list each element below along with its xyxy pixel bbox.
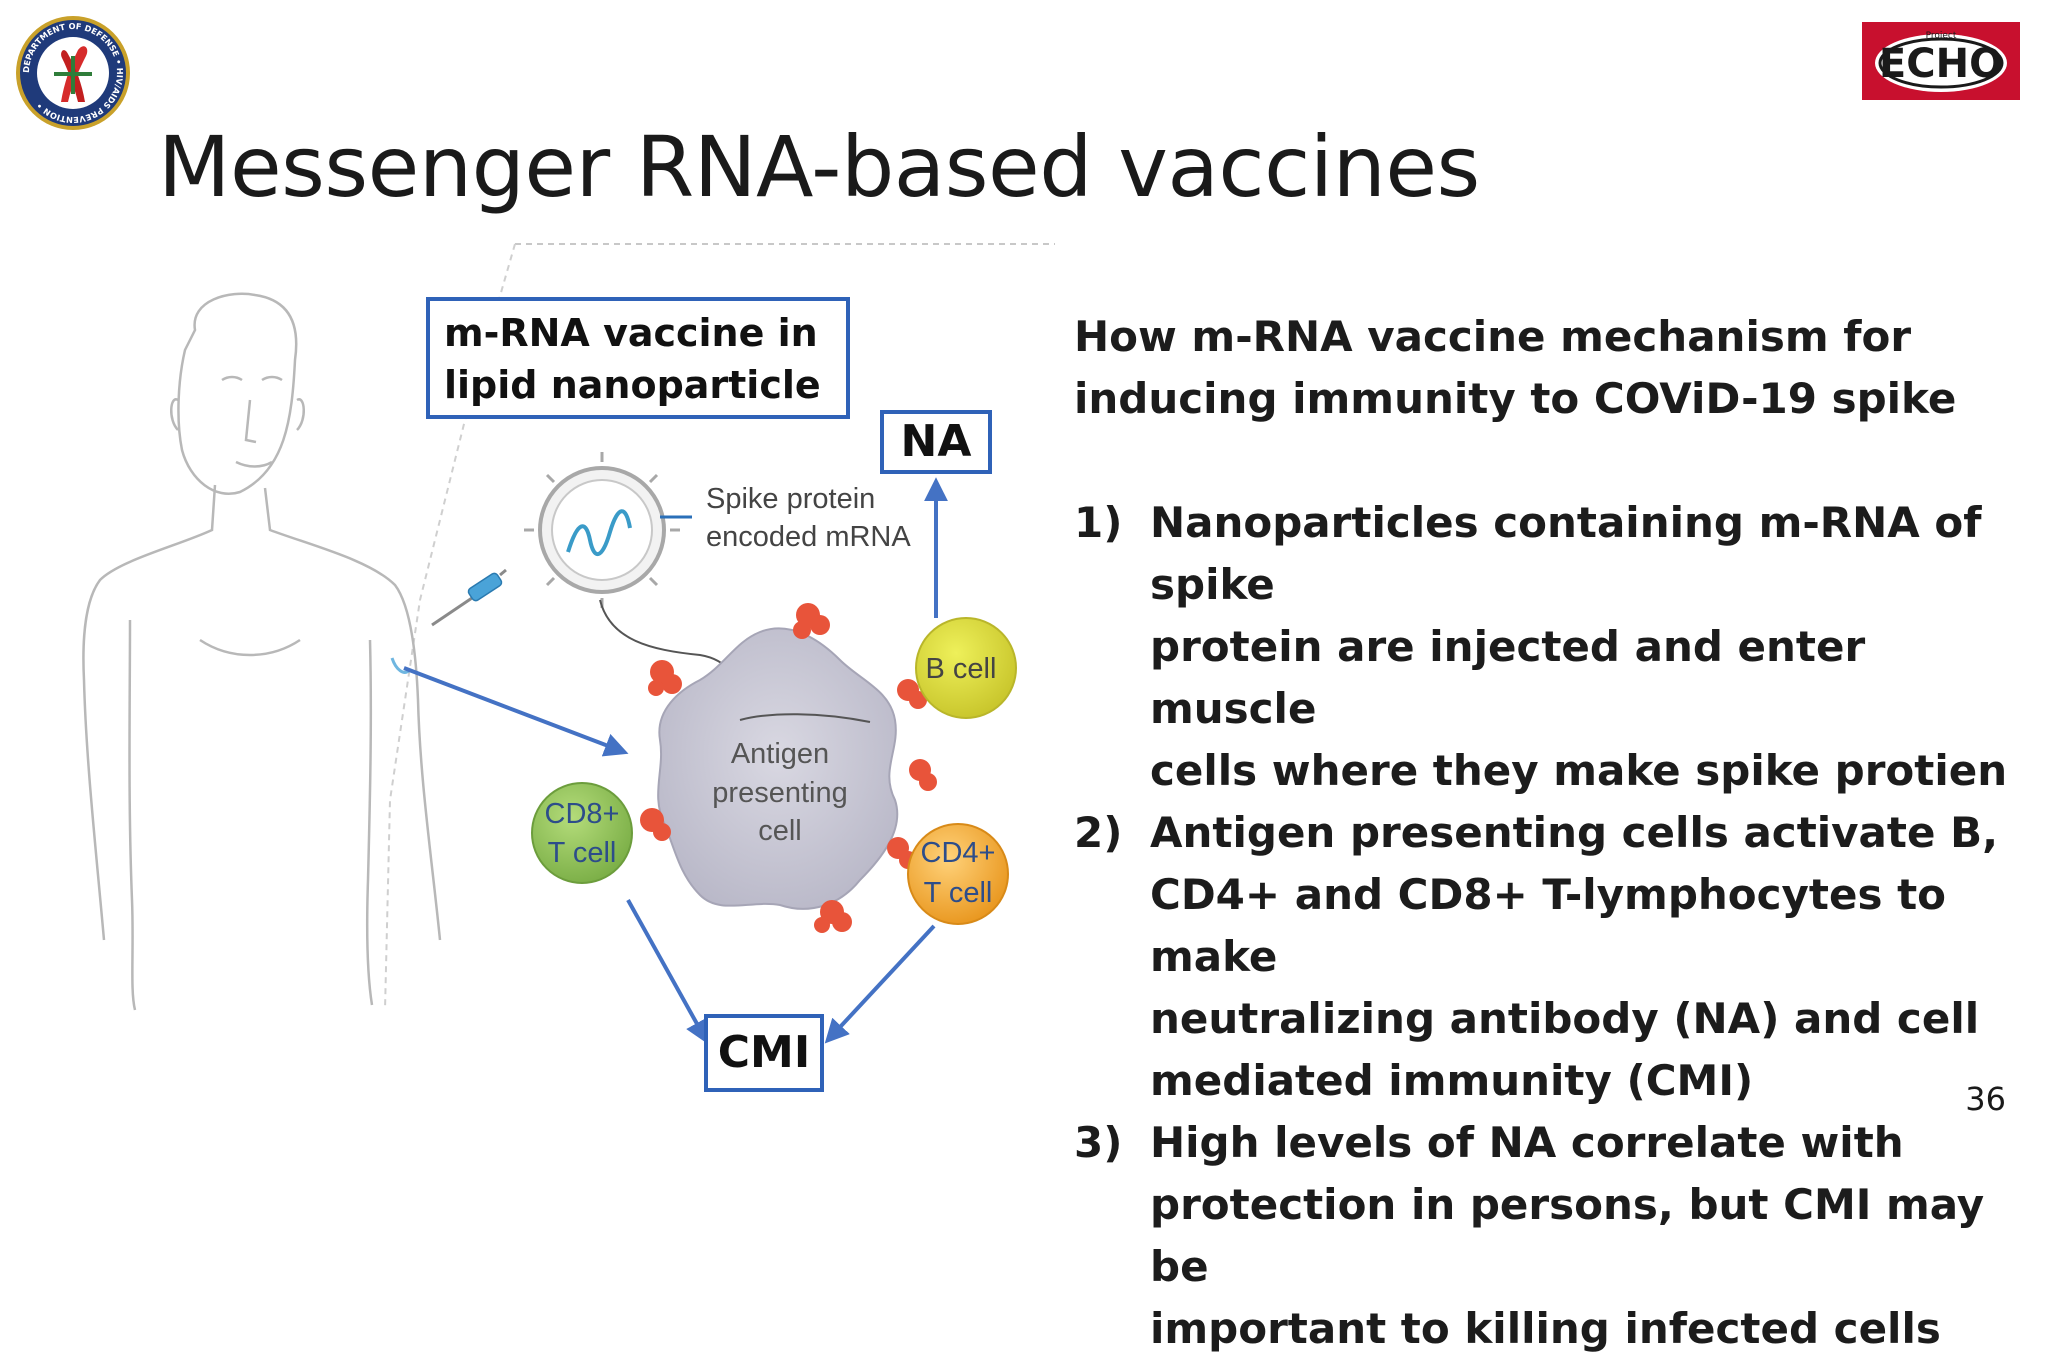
spike-label-line2: encoded mRNA xyxy=(706,521,911,553)
step-line: important to killing infected cells xyxy=(1150,1304,1941,1353)
step-line: Nanoparticles containing m-RNA of spike xyxy=(1150,498,1982,609)
na-callout-box: NA xyxy=(880,410,992,474)
step-line: cells where they make spike protien xyxy=(1150,746,2008,795)
page-number: 36 xyxy=(1965,1080,2006,1118)
step-number: 3) xyxy=(1074,1118,1123,1167)
antigen-presenting-cell: Antigen presenting cell xyxy=(657,627,899,910)
vaccine-callout-box: m-RNA vaccine in lipid nanoparticle xyxy=(426,297,850,419)
cd8-label-line1: CD8+ xyxy=(545,798,620,830)
cd8-label-line2: T cell xyxy=(548,837,617,869)
step-text: Antigen presenting cells activate B, CD4… xyxy=(1150,802,2034,1112)
step-line: protein are injected and enter muscle xyxy=(1150,622,1866,733)
intro-heading: How m-RNA vaccine mechanism for inducing… xyxy=(1074,306,1994,430)
step-text: Nanoparticles containing m-RNA of spike … xyxy=(1150,492,2034,802)
step-text: High levels of NA correlate with protect… xyxy=(1150,1112,2034,1360)
lipid-nanoparticle-icon xyxy=(524,452,680,608)
project-echo-logo: Project ECHO xyxy=(1862,22,2020,100)
arrow-cd8-to-cmi xyxy=(626,899,709,1045)
step-line: CD4+ and CD8+ T-lymphocytes to make xyxy=(1150,870,1947,981)
vaccine-callout-line2: lipid nanoparticle xyxy=(444,363,821,407)
step-line: Antigen presenting cells activate B, xyxy=(1150,808,1999,857)
step-line: mediated immunity (CMI) xyxy=(1150,1056,1754,1105)
b-cell-label: B cell xyxy=(926,653,997,685)
mrna-vaccine-diagram: Spike protein encoded mRNA Antigen prese… xyxy=(82,243,1055,1045)
intro-line1: How m-RNA vaccine mechanism for xyxy=(1074,312,1912,361)
slide-title: Messenger RNA-based vaccines xyxy=(158,118,1480,216)
arrow-injection-to-apc xyxy=(403,666,629,757)
vaccine-callout-line1: m-RNA vaccine in xyxy=(444,311,818,355)
cd4-t-cell: CD4+ T cell xyxy=(907,823,1009,925)
step-number: 1) xyxy=(1074,498,1123,547)
b-cell: B cell xyxy=(915,617,1017,719)
apc-label-line3: cell xyxy=(758,815,802,847)
step-item: 1) Nanoparticles containing m-RNA of spi… xyxy=(1074,492,2034,802)
step-line: protection in persons, but CMI may be xyxy=(1150,1180,1985,1291)
spike-protein-clusters xyxy=(640,603,937,933)
step-line: High levels of NA correlate with xyxy=(1150,1118,1904,1167)
syringe-icon xyxy=(431,568,507,627)
spike-label-line1: Spike protein xyxy=(706,483,875,515)
human-figure xyxy=(82,292,442,1011)
step-number: 2) xyxy=(1074,808,1123,857)
step-item: 2) Antigen presenting cells activate B, … xyxy=(1074,802,2034,1112)
cd4-label-line1: CD4+ xyxy=(921,837,996,869)
step-line: neutralizing antibody (NA) and cell xyxy=(1150,994,1980,1043)
cmi-callout-box: CMI xyxy=(704,1014,824,1092)
step-item: 3) High levels of NA correlate with prot… xyxy=(1074,1112,2034,1360)
intro-line2: inducing immunity to COViD-19 spike xyxy=(1074,374,1957,423)
apc-label-line1: Antigen xyxy=(731,738,829,770)
dashed-frame-left xyxy=(384,243,516,1011)
steps-list: 1) Nanoparticles containing m-RNA of spi… xyxy=(1074,492,2034,1360)
cd4-label-line2: T cell xyxy=(924,877,993,909)
echo-small-text: Project xyxy=(1926,31,1957,41)
slide: DEPARTMENT OF DEFENSE • HIV/AIDS PREVENT… xyxy=(16,16,2020,1353)
echo-main-text: ECHO xyxy=(1879,41,2003,87)
apc-label-line2: presenting xyxy=(712,777,847,809)
dod-hiv-aids-prevention-seal-logo: DEPARTMENT OF DEFENSE • HIV/AIDS PREVENT… xyxy=(16,16,130,130)
cd8-t-cell: CD8+ T cell xyxy=(531,782,633,884)
arrow-cd4-to-cmi xyxy=(824,924,936,1044)
